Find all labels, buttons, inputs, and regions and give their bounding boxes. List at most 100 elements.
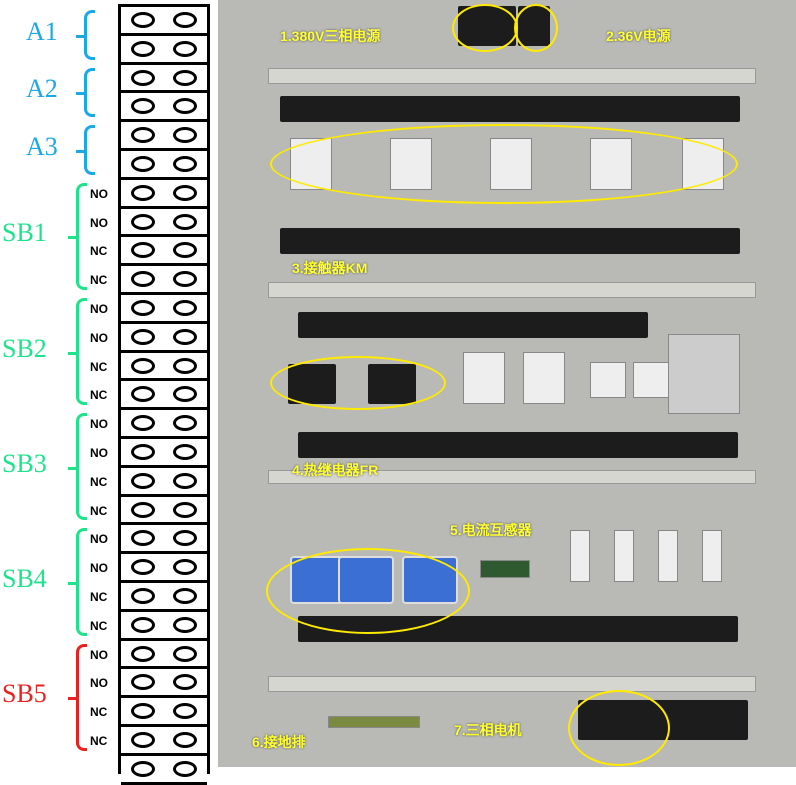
group-label: SB2 <box>2 333 47 363</box>
terminal-screw-icon <box>131 12 155 28</box>
terminal-screw-icon <box>173 587 197 604</box>
terminal-screw-icon <box>131 616 155 633</box>
terminal-row <box>121 7 207 36</box>
terminal-screw-icon <box>173 760 197 777</box>
annotation-36v-power: 2.36V电源 <box>606 28 671 44</box>
terminal-screw-icon <box>173 703 197 720</box>
terminal-row <box>121 468 207 497</box>
terminal-screw-icon <box>131 645 155 662</box>
contact-type-label: NO <box>90 302 108 316</box>
terminal-screw-icon <box>173 443 197 460</box>
terminal-row <box>121 439 207 468</box>
contact-type-label: NC <box>90 503 108 518</box>
terminal-screw-icon <box>173 386 197 403</box>
terminal-row <box>121 36 207 65</box>
terminal-screw-icon <box>173 415 197 432</box>
terminal-screw-icon <box>131 530 155 547</box>
control-cabinet-photo: 1.380V三相电源 2.36V电源 3.接触器KM 4.热继电器FR 5.电流… <box>218 0 796 767</box>
terminal-screw-icon <box>173 242 197 259</box>
terminal-row <box>121 525 207 555</box>
terminal-screw-icon <box>173 40 197 57</box>
terminal-row <box>121 641 207 670</box>
contact-type-label: NO <box>90 446 108 460</box>
terminal-row <box>121 324 207 353</box>
annotation-380v-power: 1.380V三相电源 <box>280 28 381 44</box>
contact-type-label: NC <box>90 705 108 720</box>
group-brace <box>68 528 87 636</box>
terminal-screw-icon <box>131 69 155 86</box>
contact-type-label: NC <box>90 474 108 489</box>
contact-type-label: NO <box>90 647 108 662</box>
group-label: A3 <box>26 132 58 161</box>
annotation-current-transformer: 5.电流互感器 <box>450 522 532 538</box>
contact-type-label: NO <box>90 330 108 345</box>
terminal-row <box>121 93 207 123</box>
contact-type-label: NO <box>90 417 108 432</box>
terminal-screw-icon <box>173 271 197 288</box>
terminal-screw-icon <box>131 242 155 259</box>
annotation-contactor: 3.接触器KM <box>292 260 368 276</box>
terminal-screw-icon <box>173 98 197 115</box>
terminal-screw-icon <box>173 501 197 518</box>
terminal-screw-icon <box>131 328 155 345</box>
terminal-screw-icon <box>131 98 155 115</box>
terminal-screw-icon <box>173 731 197 748</box>
group-label: SB5 <box>2 679 47 709</box>
group-brace <box>76 125 95 175</box>
terminal-screw-icon <box>173 645 197 662</box>
terminal-screw-icon <box>173 12 197 28</box>
terminal-screw-icon <box>173 559 197 576</box>
terminal-screw-icon <box>131 760 155 777</box>
terminal-row <box>121 180 207 209</box>
terminal-screw-icon <box>131 731 155 748</box>
terminal-row <box>121 65 207 94</box>
group-label: SB4 <box>2 564 47 593</box>
terminal-screw-icon <box>131 501 155 518</box>
terminal-screw-icon <box>173 69 197 86</box>
terminal-screw-icon <box>131 155 155 172</box>
terminal-screw-icon <box>173 299 197 316</box>
contact-type-label: NC <box>90 388 108 403</box>
terminal-row <box>121 381 207 411</box>
contact-type-label: NC <box>90 359 108 374</box>
terminal-row <box>121 266 207 295</box>
terminal-screw-icon <box>131 674 155 691</box>
terminal-screw-icon <box>131 443 155 460</box>
contact-type-label: NC <box>90 273 108 288</box>
terminal-row <box>121 410 207 439</box>
group-label: A2 <box>26 74 58 104</box>
terminal-screw-icon <box>131 40 155 57</box>
terminal-strip-diagram <box>118 4 210 785</box>
annotation-ground-bar: 6.接地排 <box>252 734 306 750</box>
terminal-screw-icon <box>131 415 155 432</box>
terminal-screw-icon <box>173 213 197 230</box>
terminal-row <box>121 727 207 756</box>
contact-type-label: NC <box>90 590 108 604</box>
contact-type-label: NO <box>90 215 108 230</box>
terminal-row <box>121 497 207 526</box>
terminal-screw-icon <box>131 213 155 230</box>
terminal-row <box>121 583 207 612</box>
group-brace <box>68 643 87 751</box>
group-label: SB3 <box>2 448 47 478</box>
terminal-row <box>121 698 207 727</box>
terminal-screw-icon <box>131 127 155 144</box>
terminal-screw-icon <box>131 559 155 576</box>
terminal-screw-icon <box>131 386 155 403</box>
terminal-row <box>121 237 207 267</box>
terminal-screw-icon <box>131 271 155 288</box>
contact-type-label: NC <box>90 618 108 633</box>
contact-type-label: NO <box>90 186 108 201</box>
group-brace <box>68 182 87 290</box>
terminal-screw-icon <box>173 184 197 201</box>
group-brace <box>68 298 87 406</box>
terminal-screw-icon <box>131 357 155 374</box>
group-brace <box>76 10 95 60</box>
group-label: A1 <box>26 16 58 46</box>
annotation-motor: 7.三相电机 <box>454 722 522 738</box>
terminal-row <box>121 295 207 324</box>
terminal-screw-icon <box>173 674 197 691</box>
terminal-screw-icon <box>173 328 197 345</box>
contact-type-label: NO <box>90 676 108 691</box>
terminal-screw-icon <box>131 472 155 489</box>
